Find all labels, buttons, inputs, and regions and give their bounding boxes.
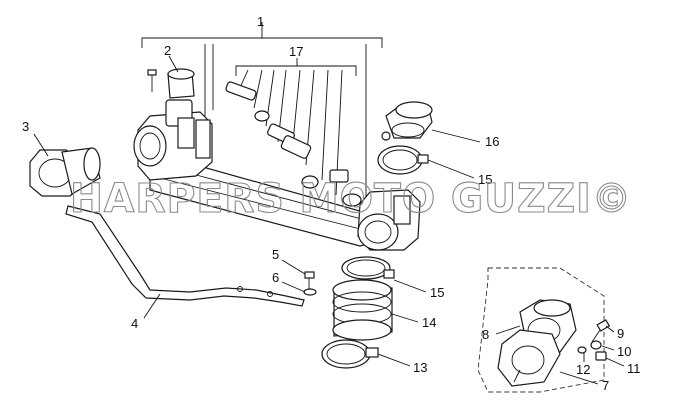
part-7-flange <box>497 329 561 387</box>
callout-12: 12 <box>576 362 590 377</box>
callout-14: 14 <box>422 315 436 330</box>
callout-5: 5 <box>272 247 279 262</box>
callout-17: 17 <box>289 44 303 59</box>
watermark-text: HARPERS MOTO GUZZI© <box>70 176 632 222</box>
part-3-flange <box>29 147 101 197</box>
leader-lines <box>33 55 625 385</box>
part-12-washer <box>577 346 587 354</box>
part-5-screw <box>304 271 315 290</box>
part-15-clamp-upper <box>377 145 429 175</box>
left-throttle-body <box>133 99 213 181</box>
part-10-washer <box>590 340 602 350</box>
callout-3: 3 <box>22 119 29 134</box>
callout-16: 16 <box>485 134 499 149</box>
callout-4: 4 <box>131 316 138 331</box>
callout-labels: 1 2 3 4 5 6 7 8 9 10 11 12 13 14 15 15 1… <box>22 14 641 393</box>
callout-8: 8 <box>482 327 489 342</box>
group-bracket-1 <box>141 22 383 200</box>
inset-dashed-frame <box>477 267 605 393</box>
callout-15-upper: 15 <box>478 172 492 187</box>
callout-10: 10 <box>617 344 631 359</box>
callout-1: 1 <box>257 14 264 29</box>
part-11-nut <box>595 351 607 361</box>
part-14-hose <box>332 279 393 341</box>
part-6-washer <box>303 288 317 296</box>
callout-2: 2 <box>164 43 171 58</box>
part-2-cap <box>147 68 195 99</box>
callout-7: 7 <box>602 378 609 393</box>
part-17-fittings <box>225 81 391 207</box>
callout-6: 6 <box>272 270 279 285</box>
right-throttle-body <box>357 189 421 251</box>
part-16-sleeve <box>385 101 433 139</box>
callout-9: 9 <box>617 326 624 341</box>
part-15-clamp-lower <box>341 256 395 280</box>
part-4-support-bar <box>65 205 305 307</box>
callout-11: 11 <box>627 361 641 376</box>
callout-13: 13 <box>413 360 427 375</box>
part-9-screw <box>591 319 611 343</box>
callout-15-lower: 15 <box>430 285 444 300</box>
part-13-clamp <box>321 339 379 369</box>
